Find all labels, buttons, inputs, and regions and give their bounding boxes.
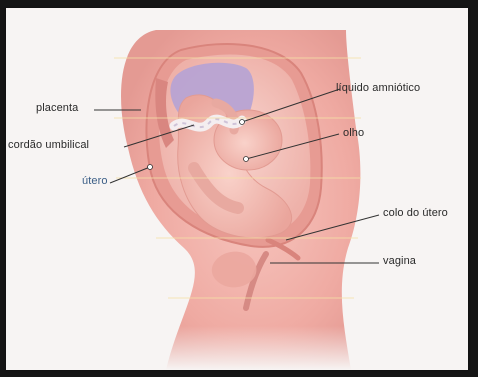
pregnancy-diagram <box>6 8 468 370</box>
label-cervix: colo do útero <box>383 207 448 219</box>
label-eye: olho <box>343 127 364 139</box>
label-uterus: útero <box>82 175 108 187</box>
label-vagina: vagina <box>383 255 416 267</box>
label-placenta: placenta <box>36 102 78 114</box>
illustration-card: placenta cordão umbilical útero líquido … <box>6 8 468 370</box>
label-umbilical-cord: cordão umbilical <box>8 139 89 151</box>
bottom-fade <box>6 326 468 370</box>
label-amniotic-fluid: líquido amniótico <box>336 82 420 94</box>
